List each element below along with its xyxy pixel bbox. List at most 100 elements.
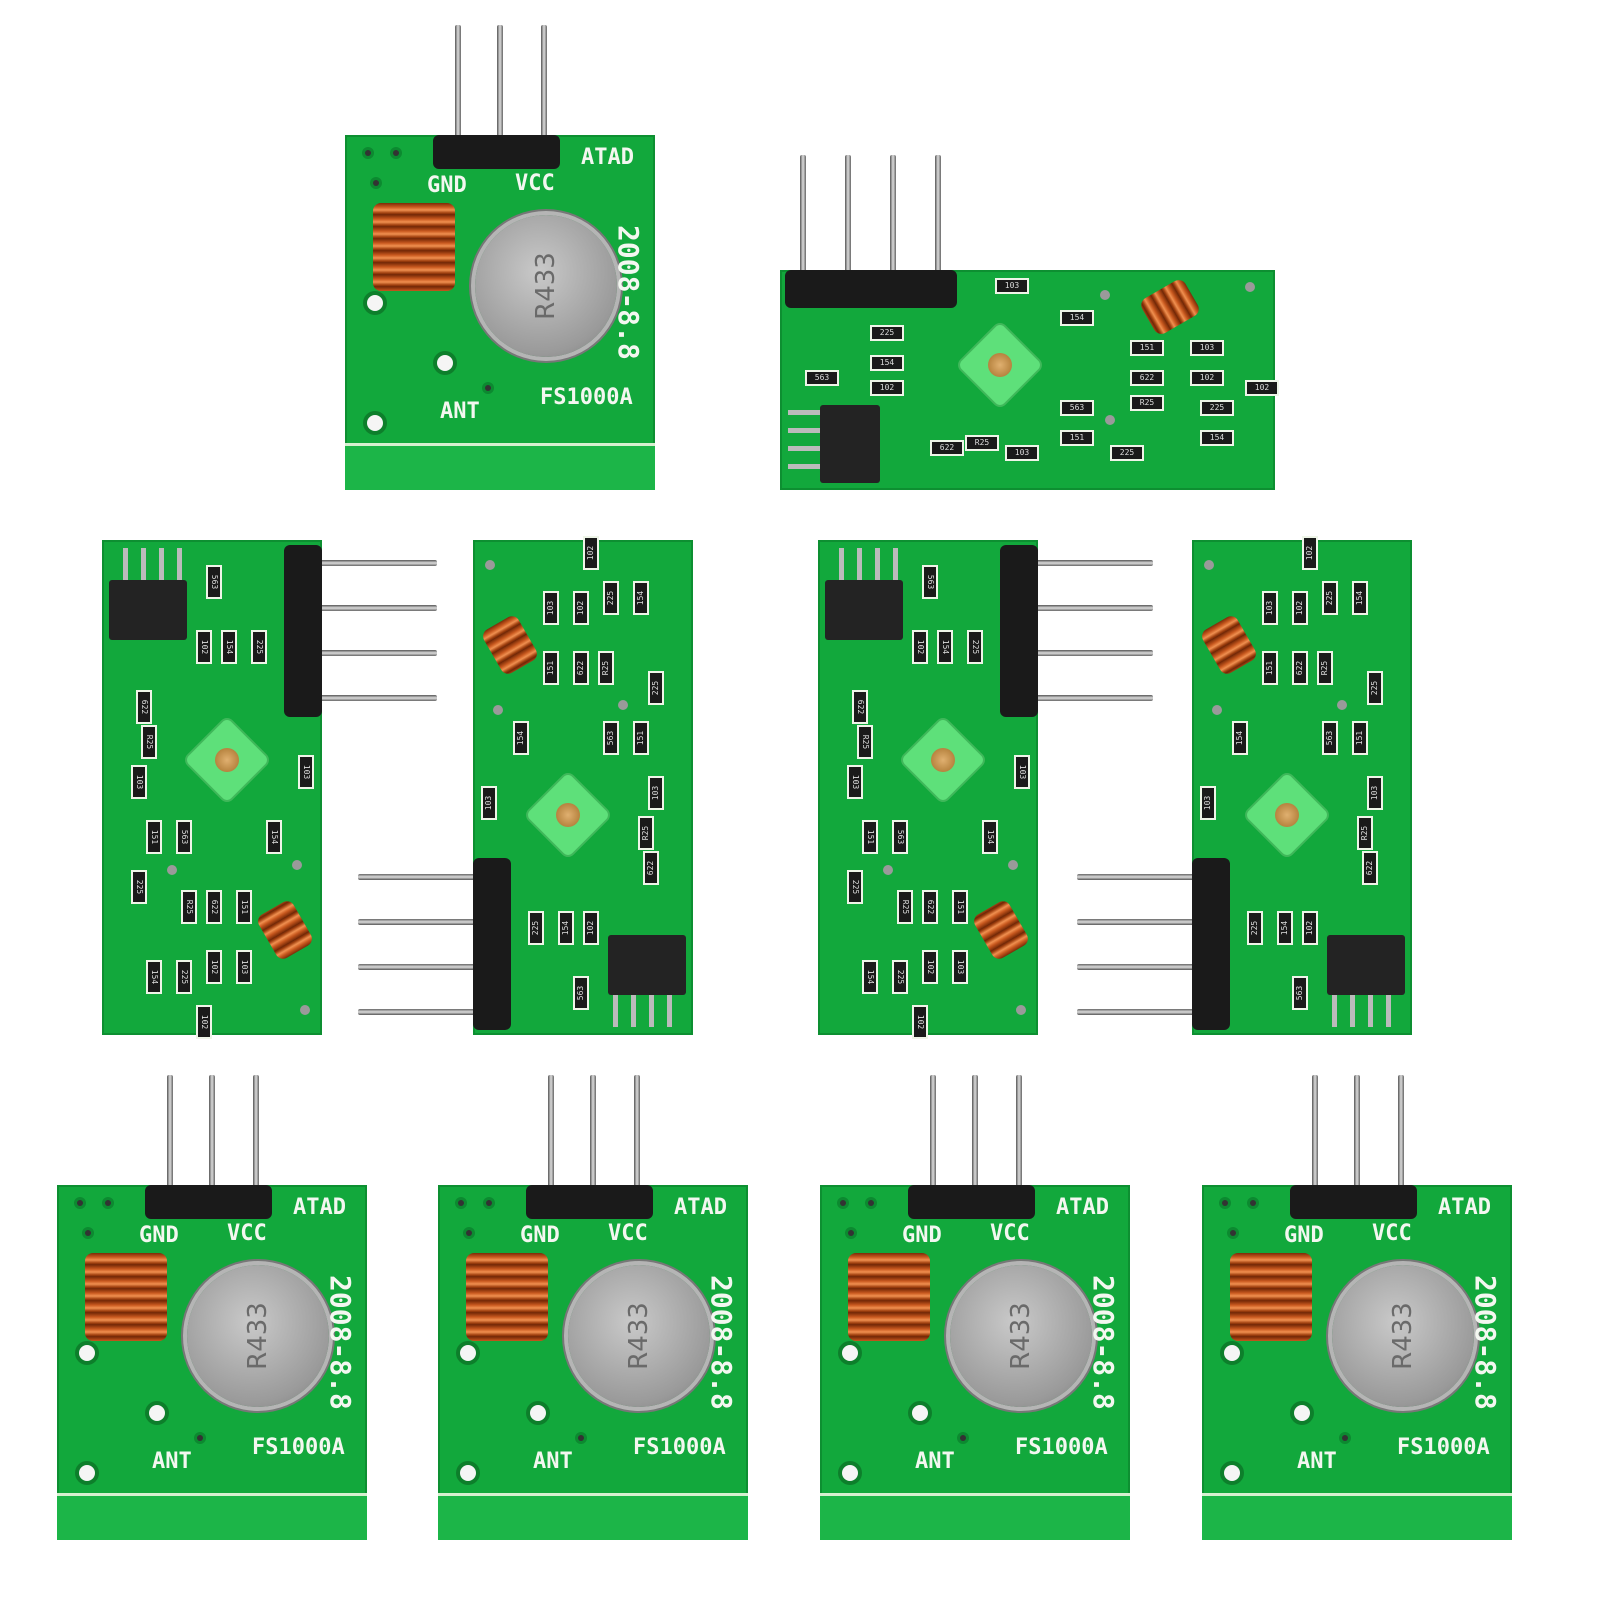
- smd-component: R25: [1317, 651, 1333, 685]
- smd-component: 563: [805, 370, 839, 386]
- smd-component: 622: [930, 440, 964, 456]
- pin-header: [908, 1185, 1035, 1219]
- ic-lead: [893, 548, 898, 580]
- transmitter-pcb: ATAD GND VCC R433 2008-8.8 FS1000A ANT: [57, 1185, 367, 1540]
- model-label: FS1000A: [540, 385, 633, 410]
- gnd-label: GND: [139, 1223, 179, 1248]
- smd-component: 154: [1200, 430, 1234, 446]
- smd-component: R25: [1130, 395, 1164, 411]
- smd-component: 103: [298, 755, 314, 789]
- date-label: 2008-8.8: [705, 1275, 738, 1410]
- via: [960, 1435, 966, 1441]
- smd-component: 102: [912, 630, 928, 664]
- smd-component: 103: [236, 950, 252, 984]
- smd-component: 225: [648, 671, 664, 705]
- mount-hole: [367, 415, 383, 431]
- smd-component: 102: [1292, 591, 1308, 625]
- ic-lead: [857, 548, 862, 580]
- header-pin: [590, 1075, 596, 1205]
- date-label: 2008-8.8: [1469, 1275, 1502, 1410]
- header-pin: [845, 155, 851, 305]
- date-label: 2008-8.8: [1087, 1275, 1120, 1410]
- smd-component: 225: [967, 630, 983, 664]
- pin-header: [1192, 858, 1230, 1030]
- antenna-coil: [85, 1253, 167, 1341]
- smd-component: 622: [136, 690, 152, 724]
- smd-component: 563: [1292, 976, 1308, 1010]
- smd-component: 225: [1110, 445, 1144, 461]
- transmitter-module: ATAD GND VCC R433 2008-8.8 FS1000A ANT: [57, 1075, 367, 1540]
- smd-component: 102: [912, 1005, 928, 1039]
- smd-component: 103: [952, 950, 968, 984]
- smd-component: 622: [1130, 370, 1164, 386]
- header-pin: [1312, 1075, 1318, 1205]
- header-pin: [167, 1075, 173, 1205]
- mount-hole: [1224, 1465, 1240, 1481]
- smd-component: 563: [1060, 400, 1094, 416]
- ic-chip: [1327, 935, 1405, 995]
- antenna-coil: [373, 203, 455, 291]
- ic-lead: [788, 464, 820, 469]
- pin-header: [1000, 545, 1038, 717]
- header-pin: [972, 1075, 978, 1205]
- smd-component: 102: [583, 911, 599, 945]
- smd-component: 103: [847, 765, 863, 799]
- smd-component: 154: [1277, 911, 1293, 945]
- test-pad: [1245, 282, 1255, 292]
- transmitter-module: ATAD GND VCC R433 2008-8.8 FS1000A ANT: [1202, 1075, 1512, 1540]
- pcb-edge-strip: [820, 1493, 1130, 1540]
- pin-header: [145, 1185, 272, 1219]
- data-label: ATAD: [293, 1195, 346, 1220]
- test-pad: [167, 865, 177, 875]
- mount-hole: [842, 1345, 858, 1361]
- trimmer-screw: [215, 748, 239, 772]
- antenna-coil: [480, 613, 540, 677]
- ic-chip: [825, 580, 903, 640]
- mount-hole: [842, 1465, 858, 1481]
- smd-component: 622: [852, 690, 868, 724]
- trimmer-screw: [1275, 803, 1299, 827]
- ant-label: ANT: [152, 1449, 192, 1474]
- data-label: ATAD: [674, 1195, 727, 1220]
- vcc-label: VCC: [227, 1221, 267, 1246]
- mount-hole: [79, 1345, 95, 1361]
- pcb-edge-strip: [438, 1493, 748, 1540]
- via: [485, 385, 491, 391]
- smd-component: 151: [1060, 430, 1094, 446]
- smd-component: 102: [196, 630, 212, 664]
- smd-component: 154: [1232, 721, 1248, 755]
- antenna-coil: [255, 898, 315, 962]
- header-pin: [1354, 1075, 1360, 1205]
- test-pad: [1212, 705, 1222, 715]
- smd-component: R25: [965, 435, 999, 451]
- via: [848, 1230, 854, 1236]
- smd-component: 151: [1262, 651, 1278, 685]
- mount-hole: [460, 1345, 476, 1361]
- mount-hole: [912, 1405, 928, 1421]
- test-pad: [1100, 290, 1110, 300]
- via: [1342, 1435, 1348, 1441]
- gnd-label: GND: [520, 1223, 560, 1248]
- test-pad: [618, 700, 628, 710]
- test-pad: [493, 705, 503, 715]
- crystal-label: R433: [1006, 1302, 1036, 1370]
- ic-chip: [608, 935, 686, 995]
- ic-lead: [788, 410, 820, 415]
- via: [77, 1200, 83, 1206]
- ic-lead: [123, 548, 128, 580]
- ant-label: ANT: [1297, 1449, 1337, 1474]
- smd-component: 563: [1322, 721, 1338, 755]
- smd-component: 225: [176, 960, 192, 994]
- smd-component: 103: [131, 765, 147, 799]
- smd-component: 154: [146, 960, 162, 994]
- smd-component: 102: [1302, 911, 1318, 945]
- smd-component: 102: [1245, 380, 1279, 396]
- header-pin: [800, 155, 806, 305]
- model-label: FS1000A: [252, 1435, 345, 1460]
- ic-lead: [159, 548, 164, 580]
- data-label: ATAD: [1438, 1195, 1491, 1220]
